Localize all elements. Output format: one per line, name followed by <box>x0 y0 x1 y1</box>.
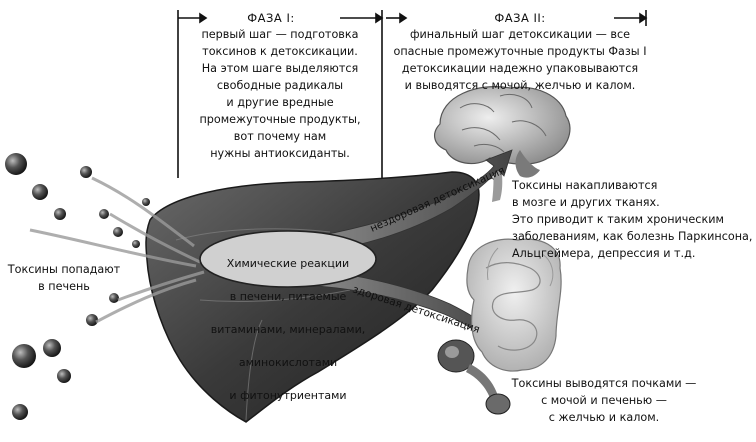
toxins-brain-line: Токсины накапливаются <box>512 178 657 194</box>
toxins-brain-line: Это приводит к таким хроническим <box>512 212 724 228</box>
phase1-title: ФАЗА I: <box>206 10 336 26</box>
phase1-line: промежуточные продукты, <box>180 112 380 128</box>
phase1-line: На этом шаге выделяются <box>180 61 380 77</box>
phase1-line: токсинов к детоксикации. <box>180 44 380 60</box>
phase1-line: свободные радикалы <box>180 78 380 94</box>
phase1-line: и другие вредные <box>180 95 380 111</box>
phase1-line: первый шаг — подготовка <box>180 27 380 43</box>
phase1-line: нужны антиоксиданты. <box>180 146 380 162</box>
toxins-kidney-line: Токсины выводятся почками — <box>504 376 704 392</box>
phase2-line: и выводятся с мочой, желчью и калом. <box>384 78 656 94</box>
phase2-line: опасные промежуточные продукты Фазы I <box>384 44 656 60</box>
liver-text-line: Химические реакции <box>200 258 376 269</box>
liver-reactions-text: Химические реакции в печени, питаемые ви… <box>200 236 376 412</box>
liver-text-line: аминокислотами <box>200 357 376 368</box>
phase2-line: детоксикации надежно упаковываются <box>384 61 656 77</box>
phase2-title: ФАЗА II: <box>440 10 600 26</box>
liver-text-line: в печени, питаемые <box>200 291 376 302</box>
toxins-enter-line: Токсины попадают <box>0 262 128 278</box>
phase2-line: финальный шаг детоксикации — все <box>384 27 656 43</box>
toxins-kidney-line: с мочой и печенью — <box>504 393 704 409</box>
liver-text-line: витаминами, минералами, <box>200 324 376 335</box>
liver-text-line: и фитонутриентами <box>200 390 376 401</box>
toxins-brain-line: Альцгеймера, депрессия и т.д. <box>512 246 695 262</box>
toxins-brain-line: заболеваниям, как болезнь Паркинсона, <box>512 229 752 245</box>
toxins-kidney-line: с желчью и калом. <box>504 410 704 426</box>
toxins-enter-line: в печень <box>0 279 128 295</box>
toxins-brain-line: в мозге и других тканях. <box>512 195 660 211</box>
phase1-line: вот почему нам <box>180 129 380 145</box>
